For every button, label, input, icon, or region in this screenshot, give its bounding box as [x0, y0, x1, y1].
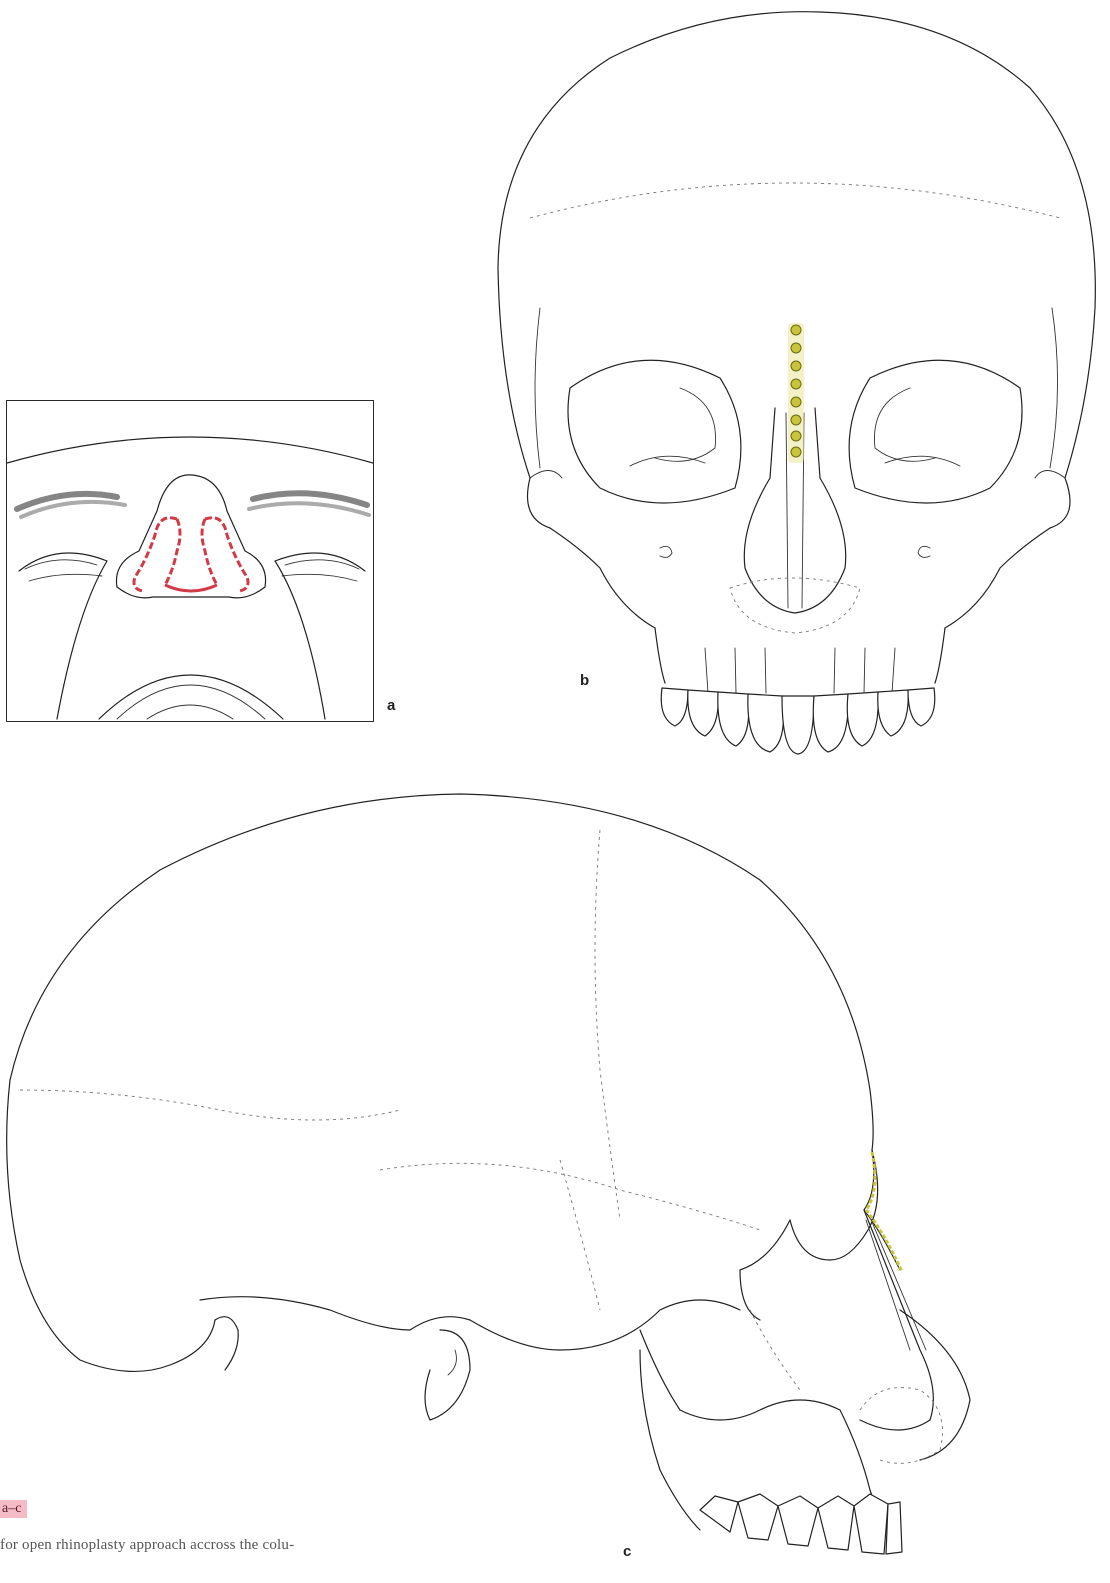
- squamosal-suture: [380, 1163, 760, 1230]
- left-cheek-line: [57, 561, 107, 719]
- frontal-skull-illustration: [490, 8, 1110, 768]
- maxilla-lateral: [640, 1330, 840, 1420]
- coronal-suture: [530, 183, 1060, 218]
- figure-caption-text: for open rhinoplasty approach accross th…: [0, 1537, 294, 1554]
- mandible-ramus: [640, 1350, 700, 1530]
- right-zygoma: [945, 478, 1070, 628]
- panel-b-frontal-skull-view: [490, 8, 1110, 768]
- chin-line: [147, 705, 233, 719]
- zygomatic-arch: [200, 1297, 740, 1350]
- lambdoid-suture: [20, 1090, 400, 1120]
- right-cheek-line: [275, 561, 325, 719]
- alveolar-lines: [705, 648, 895, 693]
- brow-ridge-orbit: [790, 1150, 878, 1260]
- upper-teeth: [661, 688, 935, 754]
- incision-lines: [134, 518, 248, 591]
- right-eyebrow: [249, 493, 369, 515]
- nasal-base-illustration: [7, 401, 373, 721]
- right-temporal-line: [1050, 308, 1058, 468]
- nasal-strut-lines: [866, 1220, 926, 1350]
- nasal-dorsum: [860, 1210, 933, 1430]
- external-acoustic-meatus: [425, 1330, 470, 1420]
- nasal-plate-lateral: [866, 1152, 902, 1272]
- lateral-skull-illustration: [0, 790, 1000, 1578]
- panel-label-c: c: [623, 1543, 631, 1560]
- maxilla-sides: [655, 628, 945, 683]
- sphenoid-suture: [560, 1160, 600, 1310]
- upper-lip-contour: [99, 675, 283, 719]
- left-temporal-line: [535, 308, 540, 468]
- lateral-orbit-rim: [740, 1220, 790, 1320]
- nasal-bridge: [864, 1150, 900, 1270]
- cranial-vault-outline: [10, 794, 873, 1150]
- nose-outline: [116, 475, 265, 598]
- lateral-teeth: [700, 1494, 902, 1554]
- panel-c-lateral-skull-view: [0, 790, 1000, 1578]
- right-orbit-inner: [874, 388, 935, 461]
- panel-label-b: b: [580, 672, 589, 689]
- right-zygomatic-process: [1035, 471, 1065, 479]
- mastoid-process: [215, 1317, 238, 1370]
- coronal-suture-lateral: [595, 830, 620, 1220]
- left-orbit-inner: [655, 388, 716, 461]
- figure-caption-tag: a–c: [0, 1500, 27, 1518]
- lip-inner-line: [117, 685, 265, 719]
- left-infraorbital-foramen: [660, 546, 672, 557]
- orbit-floor-dashed: [750, 1310, 800, 1390]
- forehead-contour: [7, 437, 373, 463]
- nasal-septum-line-left: [786, 413, 788, 608]
- occipital-outline: [7, 1080, 215, 1371]
- left-eye: [19, 553, 107, 581]
- ear-canal-inner: [448, 1350, 456, 1375]
- panel-label-a: a: [387, 697, 395, 714]
- nasal-tip-outline: [900, 1310, 970, 1460]
- right-eye: [275, 553, 365, 581]
- nasal-cartilage-dashed: [730, 578, 860, 633]
- nasal-fixation-plate: [788, 323, 804, 463]
- panel-a-nasal-base-view: [6, 400, 374, 722]
- left-zygomatic-process: [530, 471, 562, 479]
- right-infraorbital-foramen: [918, 546, 930, 557]
- left-eyebrow: [17, 494, 125, 517]
